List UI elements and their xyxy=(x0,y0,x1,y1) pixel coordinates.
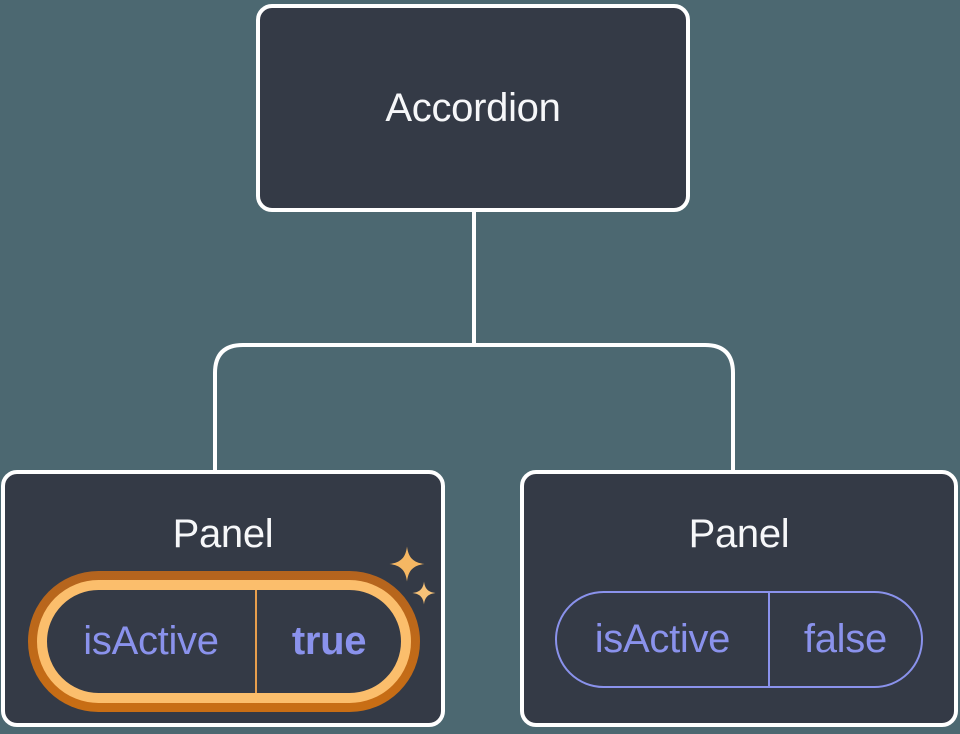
sparkle-large xyxy=(389,546,425,582)
panel-inactive-label: Panel xyxy=(688,512,790,556)
node-accordion: Accordion xyxy=(256,4,690,212)
sparkle-icon xyxy=(389,546,436,605)
state-pill-highlighted: isActive true xyxy=(28,571,420,712)
state-pill-highlighted-inner: isActive true xyxy=(37,580,411,703)
accordion-label: Accordion xyxy=(385,86,561,130)
panel-active-label: Panel xyxy=(172,512,274,556)
state-pill-divider xyxy=(767,593,770,686)
state-prop-name: isActive xyxy=(83,619,219,663)
state-prop-name: isActive xyxy=(594,617,731,661)
state-pill-divider xyxy=(255,590,257,693)
node-panel-active: Panel isActive true xyxy=(1,470,445,727)
state-prop-value: false xyxy=(803,617,887,661)
node-panel-inactive: Panel isActive false xyxy=(520,470,958,727)
sparkle-small xyxy=(412,581,436,605)
connector-branch-bracket xyxy=(213,343,735,470)
state-prop-value: true xyxy=(291,619,367,663)
state-pill-plain: isActive false xyxy=(555,591,923,688)
